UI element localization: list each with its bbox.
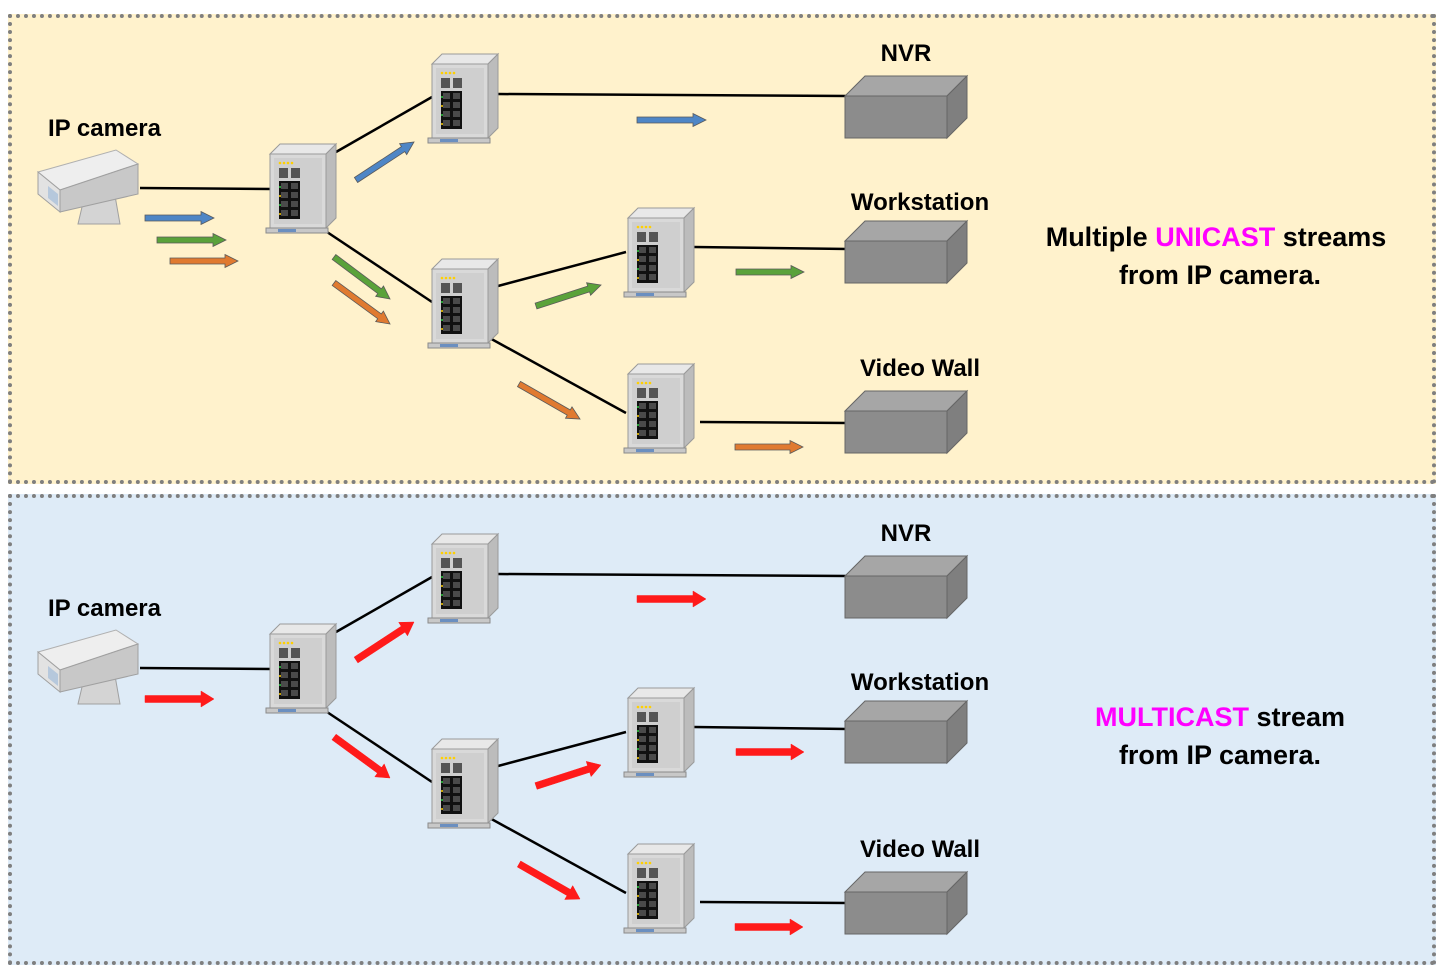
blue-stream-arrow	[144, 210, 215, 226]
multicast-highlight: MULTICAST	[1095, 702, 1249, 732]
red-stream-arrow	[331, 733, 391, 779]
workstation-label: Workstation	[851, 669, 989, 696]
switch-icon	[623, 207, 695, 298]
red-stream-arrow	[534, 761, 602, 790]
green-stream-arrow	[534, 282, 602, 310]
blue-stream-arrow	[636, 112, 707, 128]
unicast-highlight: UNICAST	[1155, 222, 1276, 252]
workstation-box	[844, 700, 968, 764]
red-stream-arrow	[636, 590, 707, 608]
switch-icon	[427, 533, 499, 624]
multicast-panel	[8, 494, 1436, 965]
orange-stream-arrow	[516, 380, 581, 420]
orange-stream-arrow	[331, 280, 391, 325]
orange-stream-arrow	[169, 253, 239, 269]
switch-icon	[265, 623, 337, 714]
unicast-caption-line2: from IP camera.	[1119, 260, 1321, 290]
ip-camera-icon	[37, 149, 139, 225]
multicast-stream-arrows	[144, 590, 805, 936]
camera-label: IP camera	[48, 595, 162, 622]
switch-icon	[265, 143, 337, 234]
multicast-cables	[139, 572, 849, 905]
video-wall-box	[844, 871, 968, 935]
switch-icon	[623, 843, 695, 934]
video-wall-label: Video Wall	[860, 836, 980, 863]
switch-icon	[427, 258, 499, 349]
camera-label: IP camera	[48, 115, 162, 142]
red-stream-arrow	[735, 743, 805, 761]
ip-camera-icon	[37, 629, 139, 705]
unicast-stream-arrows	[144, 112, 805, 455]
nvr-box	[844, 75, 968, 139]
green-stream-arrow	[331, 254, 391, 300]
switch-icon	[623, 363, 695, 454]
switch-icon	[427, 53, 499, 144]
red-stream-arrow	[734, 918, 804, 936]
nvr-label: NVR	[881, 520, 932, 547]
unicast-cables	[139, 92, 849, 425]
video-wall-label: Video Wall	[860, 355, 980, 382]
red-stream-arrow	[144, 690, 215, 708]
green-stream-arrow	[735, 264, 805, 280]
green-stream-arrow	[156, 232, 227, 248]
workstation-box	[844, 220, 968, 284]
nvr-label: NVR	[881, 40, 932, 67]
blue-stream-arrow	[353, 141, 415, 184]
orange-stream-arrow	[734, 439, 804, 455]
unicast-diagram: IP camera NVR Workstation Video Wall Mul…	[37, 40, 1387, 455]
nvr-box	[844, 555, 968, 619]
multicast-diagram: IP camera NVR Workstation Video Wall MUL…	[37, 520, 1345, 936]
unicast-caption-line1: Multiple UNICAST streams	[1046, 222, 1387, 252]
multicast-caption-line2: from IP camera.	[1119, 740, 1321, 770]
workstation-label: Workstation	[851, 189, 989, 216]
multicast-caption-line1: MULTICAST stream	[1095, 702, 1345, 732]
switch-icon	[427, 738, 499, 829]
unicast-panel	[8, 14, 1436, 484]
video-wall-box	[844, 390, 968, 454]
switch-icon	[623, 687, 695, 778]
red-stream-arrow	[516, 860, 581, 900]
red-stream-arrow	[353, 621, 415, 664]
